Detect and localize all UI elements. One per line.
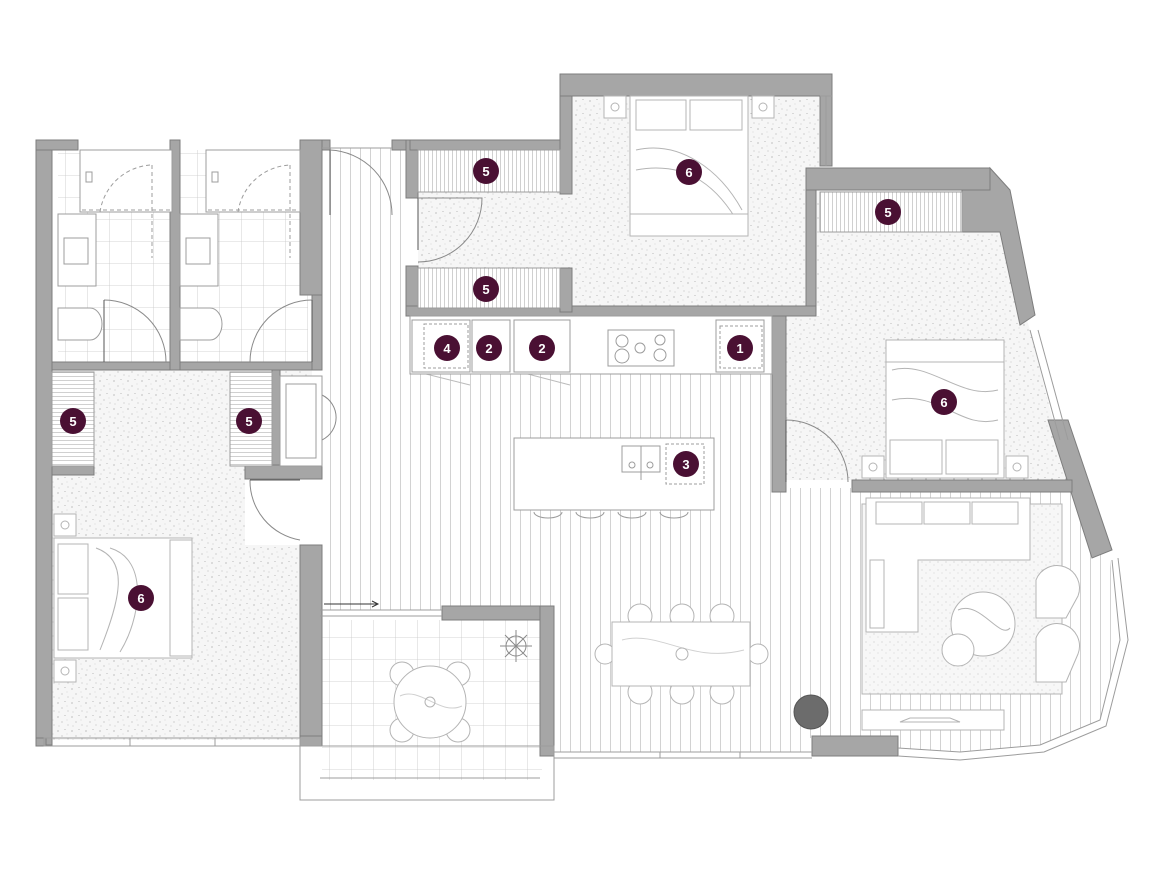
marker-5-bed2-bottom-label: 5 (482, 282, 489, 297)
ensuite-fixtures (57, 149, 301, 341)
marker-2a: 2 (476, 335, 502, 361)
marker-6-bed3-label: 6 (940, 395, 947, 410)
marker-5-hall-left-label: 5 (69, 414, 76, 429)
balcony-plant (500, 630, 532, 662)
marker-2b-label: 2 (538, 341, 545, 356)
window-lines (43, 95, 1129, 801)
marker-5-hall-left: 5 (60, 408, 86, 434)
tv-unit (861, 709, 1005, 731)
marker-6-bed3: 6 (931, 389, 957, 415)
bed-3 (861, 339, 1029, 479)
marker-5-bed3: 5 (875, 199, 901, 225)
bed-1 (53, 513, 193, 683)
balcony (389, 630, 532, 743)
marker-4-label: 4 (443, 341, 451, 356)
marker-4: 4 (434, 335, 460, 361)
marker-5-bed2-bottom: 5 (473, 276, 499, 302)
hall-cupboard (279, 375, 323, 467)
marker-3: 3 (673, 451, 699, 477)
beds (53, 95, 1029, 683)
dining (594, 603, 769, 705)
marker-2a-label: 2 (485, 341, 492, 356)
doors (103, 149, 849, 541)
marker-6-bed1-label: 6 (137, 591, 144, 606)
plant-pot (793, 694, 829, 730)
marker-3-label: 3 (682, 457, 689, 472)
marker-6-bed2-label: 6 (685, 165, 692, 180)
marker-5-hall-right-label: 5 (245, 414, 252, 429)
marker-1: 1 (727, 335, 753, 361)
living (861, 497, 1080, 731)
marker-6-bed1: 6 (128, 585, 154, 611)
marker-5-hall-right: 5 (236, 408, 262, 434)
sofa (865, 497, 1031, 633)
marker-5-bed2-top: 5 (473, 158, 499, 184)
marker-5-bed3-label: 5 (884, 205, 891, 220)
marker-2b: 2 (529, 335, 555, 361)
balcony-table (393, 665, 467, 739)
cooktop (607, 329, 675, 367)
marker-1-label: 1 (736, 341, 743, 356)
marker-6-bed2: 6 (676, 159, 702, 185)
walls (35, 73, 1113, 757)
marker-5-bed2-top-label: 5 (482, 164, 489, 179)
